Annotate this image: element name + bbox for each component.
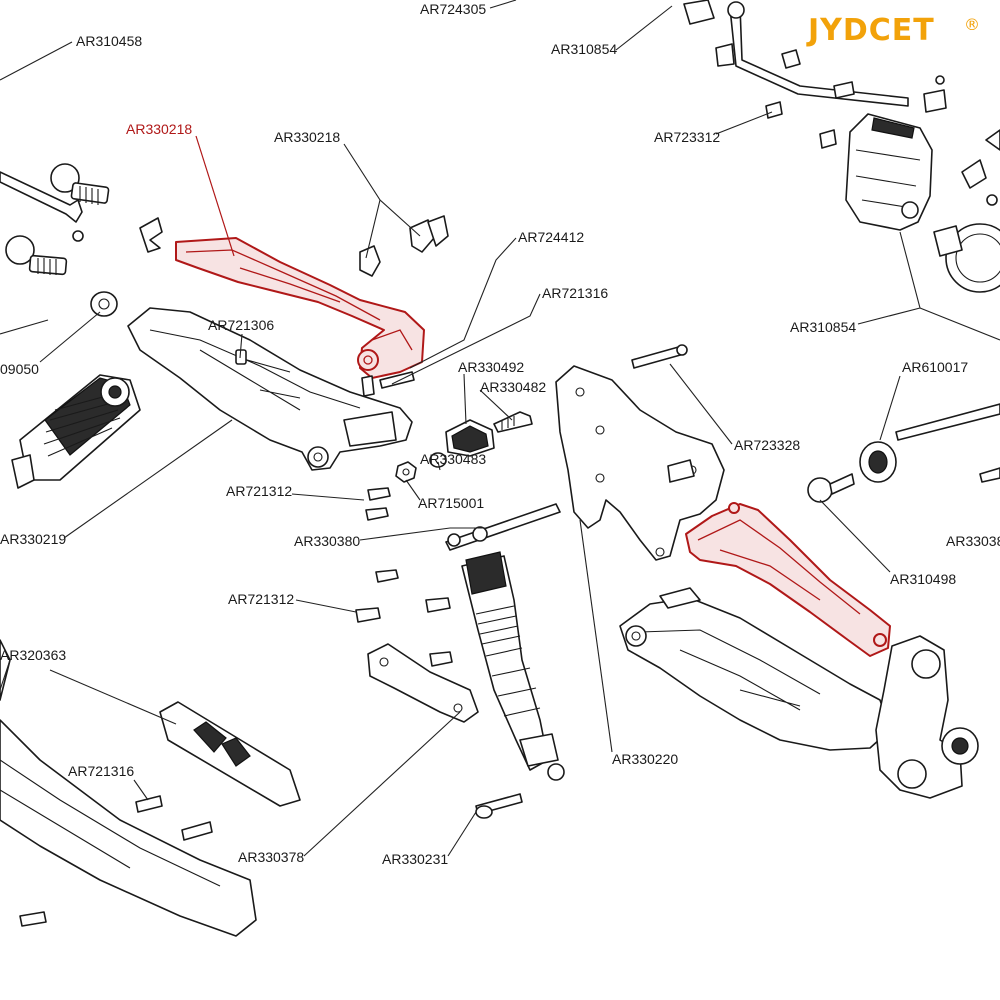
label-ar330482: AR330482 — [480, 379, 546, 395]
part-lower-arm-left — [127, 307, 413, 471]
part-ball-stud-upper — [50, 163, 110, 205]
part-washer — [90, 291, 118, 317]
part-clip-left — [139, 217, 163, 253]
label-ar330380: AR330380 — [294, 533, 360, 549]
part-pin-ar723328 — [631, 344, 688, 369]
label-ar330231: AR330231 — [382, 851, 448, 867]
part-ball-stud-lower — [5, 235, 68, 276]
part-gearbox — [845, 113, 933, 231]
brand-logo-text: JYDCET — [806, 13, 935, 48]
label-ar721316-bottom: AR721316 — [68, 763, 134, 779]
label-ar33038-cut: AR33038 — [946, 533, 1000, 549]
part-labels: AR724305 AR310458 AR310854 AR330218 AR33… — [0, 1, 1000, 867]
label-ar724412: AR724412 — [518, 229, 584, 245]
part-shock-right — [461, 551, 565, 781]
part-pin-small — [361, 371, 415, 397]
brand-logo: JYDCET ® — [806, 13, 980, 48]
part-screw-ar330482 — [493, 411, 533, 433]
part-bearing — [859, 441, 897, 483]
registered-mark: ® — [964, 15, 980, 34]
part-clips-pair — [359, 215, 449, 277]
label-ar320363: AR320363 — [0, 647, 66, 663]
label-ar330492: AR330492 — [458, 359, 524, 375]
label-ar721306: AR721306 — [208, 317, 274, 333]
part-long-axle — [895, 403, 1000, 483]
label-ar330219: AR330219 — [0, 531, 66, 547]
part-upper-arm-red-left — [175, 237, 425, 379]
label-ar330218: AR330218 — [274, 129, 340, 145]
label-09050: 09050 — [0, 361, 39, 377]
label-ar723328: AR723328 — [734, 437, 800, 453]
part-drive-rod-top-left — [0, 171, 84, 242]
label-ar610017: AR610017 — [902, 359, 968, 375]
label-ar723312: AR723312 — [654, 129, 720, 145]
part-spur-gear — [933, 223, 1000, 293]
label-ar715001: AR715001 — [418, 495, 484, 511]
part-small-bits-top-right — [961, 129, 1000, 206]
label-ar330378: AR330378 — [238, 849, 304, 865]
label-ar310498: AR310498 — [890, 571, 956, 587]
label-ar721312-b: AR721312 — [228, 591, 294, 607]
part-upper-arm-red-right — [685, 502, 891, 657]
label-ar310854-top: AR310854 — [551, 41, 617, 57]
part-shock-left — [11, 374, 141, 489]
part-bumper-mount — [0, 639, 301, 937]
label-ar721312-a: AR721312 — [226, 483, 292, 499]
part-diff-cup — [429, 419, 495, 468]
label-ar310854-right: AR310854 — [790, 319, 856, 335]
label-ar330218-highlighted: AR330218 — [126, 121, 192, 137]
part-long-pin — [445, 503, 561, 551]
part-screws-bottom-left — [19, 795, 213, 927]
label-ar310458: AR310458 — [76, 33, 142, 49]
part-hub-carrier — [875, 635, 979, 799]
label-ar330220: AR330220 — [612, 751, 678, 767]
part-pinion-gear — [807, 473, 855, 503]
leader-lines — [0, 0, 1000, 857]
label-ar721316-top: AR721316 — [542, 285, 608, 301]
part-nut — [395, 461, 417, 483]
part-screws-left-cluster — [355, 487, 453, 667]
part-pin-ar330231 — [475, 793, 523, 819]
part-shock-tower-plate — [555, 365, 725, 561]
label-ar330483: AR330483 — [420, 451, 486, 467]
part-bracket-ar330378 — [367, 643, 479, 723]
part-sway-bar — [683, 0, 947, 149]
label-ar724305: AR724305 — [420, 1, 486, 17]
